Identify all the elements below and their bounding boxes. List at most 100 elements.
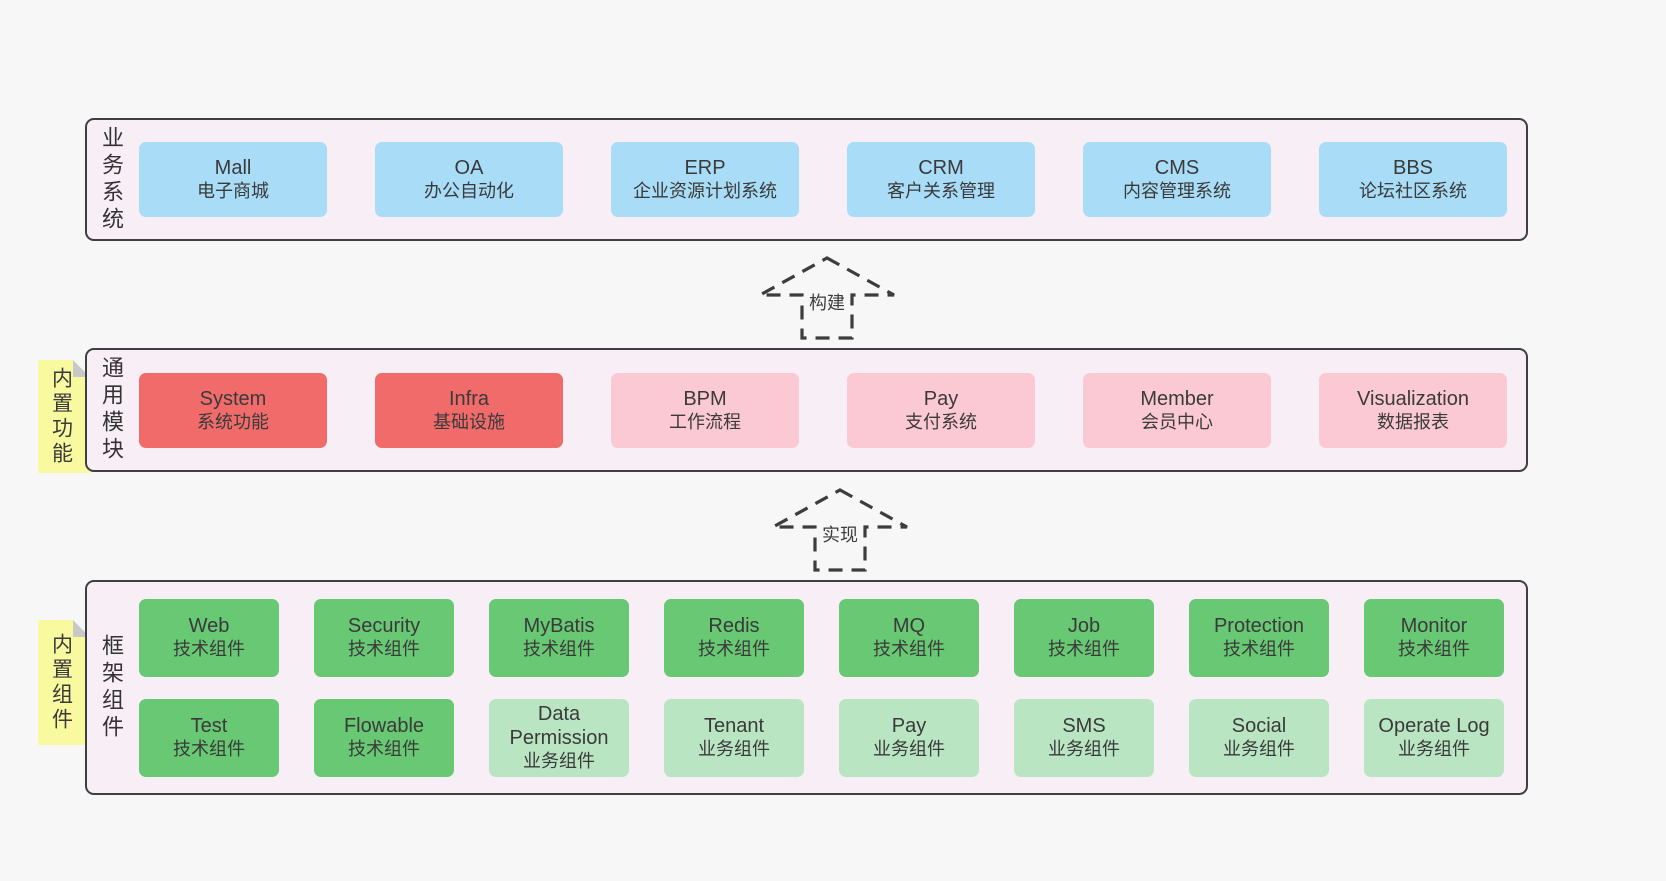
box-title: Test bbox=[190, 715, 228, 737]
box-erp: ERP 企业资源计划系统 bbox=[611, 142, 799, 217]
box-subtitle: 技术组件 bbox=[173, 639, 245, 659]
builtin-components-label: 内置组件 bbox=[49, 632, 73, 733]
box-title: Job bbox=[1067, 615, 1101, 637]
box-bbs: BBS 论坛社区系统 bbox=[1319, 142, 1507, 217]
box-subtitle: 客户关系管理 bbox=[887, 181, 995, 201]
box-subtitle: 技术组件 bbox=[173, 739, 245, 759]
box-mall: Mall 电子商城 bbox=[139, 142, 327, 217]
framework-row-2: Test 技术组件 Flowable 技术组件 Data Permission … bbox=[139, 698, 1504, 777]
box-title: Security bbox=[347, 615, 421, 637]
box-title: Member bbox=[1140, 387, 1214, 410]
box-sms: SMS 业务组件 bbox=[1014, 698, 1154, 777]
box-pay-component: Pay 业务组件 bbox=[839, 698, 979, 777]
box-system: System 系统功能 bbox=[139, 372, 327, 448]
box-crm: CRM 客户关系管理 bbox=[847, 142, 1035, 217]
box-title: Pay bbox=[923, 387, 959, 410]
framework-section-label: 框架组件 bbox=[99, 633, 124, 742]
builtin-features-label: 内置功能 bbox=[49, 366, 73, 467]
box-subtitle: 基础设施 bbox=[433, 411, 505, 432]
box-monitor: Monitor 技术组件 bbox=[1364, 598, 1504, 677]
box-flowable: Flowable 技术组件 bbox=[314, 698, 454, 777]
box-title: Redis bbox=[708, 615, 760, 637]
box-social: Social 业务组件 bbox=[1189, 698, 1329, 777]
box-subtitle: 企业资源计划系统 bbox=[633, 181, 777, 201]
box-oa: OA 办公自动化 bbox=[375, 142, 563, 217]
box-subtitle: 业务组件 bbox=[1048, 739, 1120, 759]
common-modules-section: 通用模块 System 系统功能 Infra 基础设施 BPM 工作流程 Pay… bbox=[85, 348, 1528, 472]
box-subtitle: 论坛社区系统 bbox=[1359, 181, 1467, 201]
box-visualization: Visualization 数据报表 bbox=[1319, 372, 1507, 448]
box-data-permission: Data Permission 业务组件 bbox=[489, 698, 629, 777]
modules-section-label: 通用模块 bbox=[99, 356, 124, 464]
box-subtitle: 技术组件 bbox=[348, 739, 420, 759]
implement-arrow: 实现 bbox=[770, 487, 910, 573]
box-subtitle: 业务组件 bbox=[1223, 739, 1295, 759]
box-title: Data Permission bbox=[509, 703, 609, 749]
framework-row-1: Web 技术组件 Security 技术组件 MyBatis 技术组件 Redi… bbox=[139, 598, 1504, 677]
box-tenant: Tenant 业务组件 bbox=[664, 698, 804, 777]
box-title: Monitor bbox=[1400, 615, 1468, 637]
business-box-row: Mall 电子商城 OA 办公自动化 ERP 企业资源计划系统 CRM 客户关系… bbox=[139, 142, 1507, 217]
box-subtitle: 业务组件 bbox=[873, 739, 945, 759]
box-title: Operate Log bbox=[1378, 715, 1490, 737]
box-mybatis: MyBatis 技术组件 bbox=[489, 598, 629, 677]
box-title: Visualization bbox=[1357, 387, 1469, 410]
box-title: Social bbox=[1231, 715, 1287, 737]
box-subtitle: 内容管理系统 bbox=[1123, 181, 1231, 201]
box-redis: Redis 技术组件 bbox=[664, 598, 804, 677]
box-subtitle: 业务组件 bbox=[1398, 739, 1470, 759]
up-arrow-icon bbox=[772, 488, 908, 572]
box-title: MQ bbox=[892, 615, 926, 637]
modules-box-row: System 系统功能 Infra 基础设施 BPM 工作流程 Pay 支付系统… bbox=[139, 372, 1507, 448]
framework-components-section: 框架组件 Web 技术组件 Security 技术组件 MyBatis 技术组件… bbox=[85, 580, 1528, 795]
box-title: OA bbox=[454, 157, 484, 179]
box-bpm: BPM 工作流程 bbox=[611, 372, 799, 448]
box-subtitle: 技术组件 bbox=[873, 639, 945, 659]
box-title: Flowable bbox=[343, 715, 425, 737]
box-title: Protection bbox=[1213, 615, 1305, 637]
box-title: MyBatis bbox=[523, 615, 595, 637]
box-member: Member 会员中心 bbox=[1083, 372, 1271, 448]
box-title: Pay bbox=[891, 715, 927, 737]
box-title: Tenant bbox=[703, 715, 765, 737]
builtin-features-tab: 内置功能 bbox=[38, 360, 90, 473]
box-title: Web bbox=[188, 615, 230, 637]
box-pay-module: Pay 支付系统 bbox=[847, 372, 1035, 448]
box-title: System bbox=[199, 387, 267, 410]
box-subtitle: 系统功能 bbox=[197, 411, 269, 432]
box-subtitle: 技术组件 bbox=[1398, 639, 1470, 659]
box-subtitle: 业务组件 bbox=[523, 751, 595, 771]
box-subtitle: 工作流程 bbox=[669, 411, 741, 432]
box-web: Web 技术组件 bbox=[139, 598, 279, 677]
box-subtitle: 技术组件 bbox=[348, 639, 420, 659]
up-arrow-icon bbox=[759, 256, 895, 340]
box-job: Job 技术组件 bbox=[1014, 598, 1154, 677]
business-systems-section: 业务系统 Mall 电子商城 OA 办公自动化 ERP 企业资源计划系统 CRM… bbox=[85, 118, 1528, 241]
box-title: CMS bbox=[1154, 157, 1200, 179]
box-title: SMS bbox=[1062, 715, 1106, 737]
box-title: Mall bbox=[214, 157, 252, 179]
framework-box-grid: Web 技术组件 Security 技术组件 MyBatis 技术组件 Redi… bbox=[139, 598, 1504, 777]
box-cms: CMS 内容管理系统 bbox=[1083, 142, 1271, 217]
box-title: Infra bbox=[448, 387, 490, 410]
builtin-components-tab: 内置组件 bbox=[38, 620, 90, 745]
box-subtitle: 电子商城 bbox=[197, 181, 269, 201]
box-subtitle: 技术组件 bbox=[523, 639, 595, 659]
box-test: Test 技术组件 bbox=[139, 698, 279, 777]
box-title: CRM bbox=[918, 157, 964, 179]
box-subtitle: 技术组件 bbox=[698, 639, 770, 659]
box-subtitle: 业务组件 bbox=[698, 739, 770, 759]
build-arrow-label: 构建 bbox=[805, 288, 849, 316]
box-subtitle: 技术组件 bbox=[1048, 639, 1120, 659]
box-infra: Infra 基础设施 bbox=[375, 372, 563, 448]
box-subtitle: 支付系统 bbox=[905, 411, 977, 432]
box-title: BPM bbox=[683, 387, 727, 410]
box-title: ERP bbox=[684, 157, 726, 179]
box-title: BBS bbox=[1392, 157, 1434, 179]
box-operate-log: Operate Log 业务组件 bbox=[1364, 698, 1504, 777]
business-section-label: 业务系统 bbox=[99, 125, 124, 234]
box-mq: MQ 技术组件 bbox=[839, 598, 979, 677]
box-subtitle: 办公自动化 bbox=[424, 181, 514, 201]
box-subtitle: 技术组件 bbox=[1223, 639, 1295, 659]
box-security: Security 技术组件 bbox=[314, 598, 454, 677]
